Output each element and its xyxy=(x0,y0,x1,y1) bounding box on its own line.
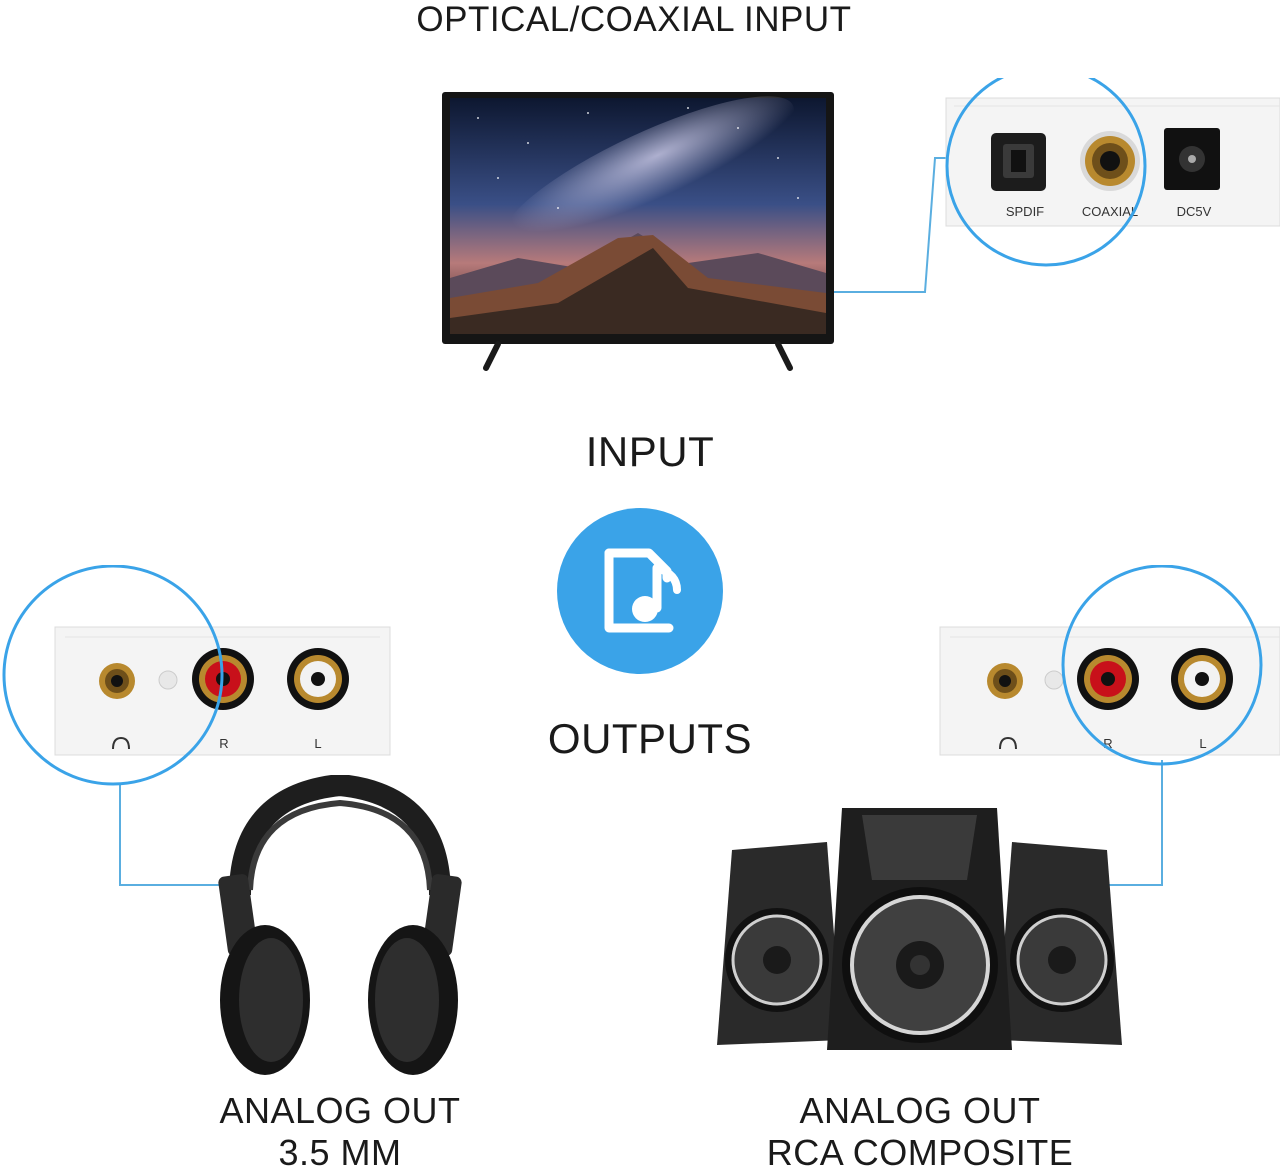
headphones-connection-line xyxy=(119,785,222,886)
coaxial-port-icon xyxy=(1080,131,1140,191)
outputs-heading: OUTPUTS xyxy=(547,715,753,762)
coaxial-label: COAXIAL xyxy=(1082,204,1138,219)
input-highlight-circle xyxy=(945,78,1147,267)
headphone-symbol-icon xyxy=(112,736,130,750)
top-title: OPTICAL/COAXIAL INPUT xyxy=(416,0,852,39)
left-caption-line2: 3.5 MM xyxy=(278,1132,402,1173)
rca-right-port-icon xyxy=(1077,648,1139,710)
spdif-port-icon xyxy=(991,133,1046,191)
tv-connection-line xyxy=(828,157,950,293)
input-panel: SPDIF COAXIAL DC5V xyxy=(945,78,1280,267)
headphone-symbol-icon xyxy=(999,736,1017,750)
right-output-panel: R L xyxy=(939,565,1280,766)
left-panel-r-label: R xyxy=(219,736,228,751)
tv-icon xyxy=(442,92,834,371)
speakers-connection-line xyxy=(1095,760,1163,886)
right-panel-r-label: R xyxy=(1103,736,1112,751)
headphone-jack-icon xyxy=(987,663,1023,699)
left-output-panel: R L xyxy=(2,565,391,786)
led-indicator xyxy=(158,670,178,690)
headphone-jack-icon xyxy=(99,663,135,699)
right-highlight-circle xyxy=(1061,565,1263,766)
left-panel-l-label: L xyxy=(314,736,321,751)
left-caption: ANALOG OUT 3.5 MM xyxy=(170,1090,510,1174)
speakers-icon xyxy=(717,808,1122,1050)
dc5v-port-icon xyxy=(1164,128,1220,190)
right-panel-l-label: L xyxy=(1199,736,1206,751)
spdif-label: SPDIF xyxy=(1006,204,1044,219)
dc5v-label: DC5V xyxy=(1177,204,1212,219)
left-caption-line1: ANALOG OUT xyxy=(219,1090,461,1131)
left-highlight-circle xyxy=(2,565,224,786)
led-indicator xyxy=(1044,670,1064,690)
right-caption-line1: ANALOG OUT xyxy=(799,1090,1041,1131)
headphones-icon xyxy=(218,775,462,1075)
input-heading: INPUT xyxy=(585,428,715,475)
right-caption-line2: RCA COMPOSITE xyxy=(766,1132,1074,1173)
right-caption: ANALOG OUT RCA COMPOSITE xyxy=(720,1090,1120,1174)
rca-left-port-icon xyxy=(1171,648,1233,710)
audio-file-icon xyxy=(557,508,723,674)
rca-left-port-icon xyxy=(287,648,349,710)
